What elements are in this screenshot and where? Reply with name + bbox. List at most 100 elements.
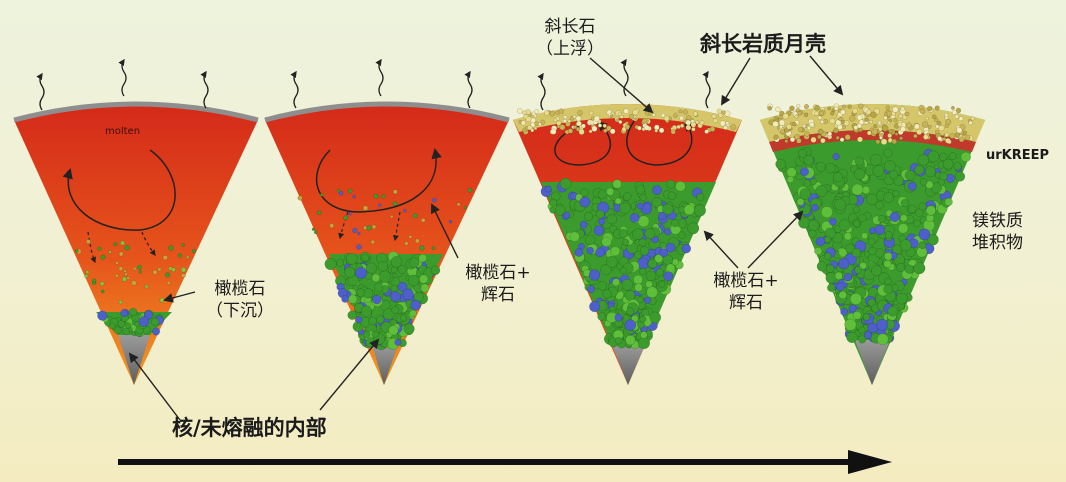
plagioclase-crystal <box>663 115 670 122</box>
mineral-crystal <box>377 203 382 207</box>
anorthosite-crystal <box>925 116 929 121</box>
mineral-crystal <box>605 255 618 268</box>
mafic-crystal <box>944 197 953 206</box>
mineral-crystal <box>414 238 420 244</box>
anorthosite-crystal <box>956 127 963 134</box>
mineral-crystal <box>639 315 647 323</box>
mineral-crystal <box>637 215 650 228</box>
mineral-crystal <box>665 242 676 253</box>
mafic-crystal <box>917 154 930 166</box>
anorthosite-crystal <box>858 127 863 133</box>
mineral-crystal <box>597 281 608 291</box>
mineral-crystal <box>390 284 398 292</box>
plagioclase-crystal <box>531 111 536 116</box>
mineral-crystal <box>403 208 407 213</box>
anorthosite-crystal <box>916 128 923 136</box>
anorthosite-crystal <box>945 137 951 144</box>
mineral-crystal <box>431 246 436 251</box>
mineral-crystal <box>397 265 407 274</box>
anorthosite-crystal <box>833 127 839 134</box>
mineral-crystal <box>397 281 408 292</box>
mineral-crystal <box>407 274 419 286</box>
mafic-crystal <box>824 235 832 244</box>
mafic-crystal <box>887 305 899 317</box>
mafic-crystal <box>799 188 812 200</box>
mineral-crystal <box>377 261 389 272</box>
mineral-crystal <box>606 187 615 196</box>
plagioclase-crystal <box>704 129 709 134</box>
anorthosite-crystal <box>866 130 872 136</box>
anorthosite-crystal <box>964 134 971 141</box>
anorthosite-crystal <box>796 104 801 109</box>
anorthosite-crystal <box>870 111 877 118</box>
plagioclase-crystal <box>527 125 533 131</box>
mineral-crystal <box>675 180 686 192</box>
mafic-crystal <box>874 248 885 258</box>
anorthosite-crystal <box>934 117 939 123</box>
mineral-crystal <box>634 251 643 260</box>
mineral-crystal <box>601 236 612 247</box>
olivine-crystal <box>118 251 124 257</box>
mineral-crystal <box>636 296 644 304</box>
mineral-crystal <box>371 273 381 283</box>
mafic-crystal <box>939 152 948 162</box>
plagioclase-crystal <box>723 125 728 130</box>
mineral-crystal <box>392 189 398 195</box>
mineral-crystal <box>693 204 706 217</box>
mineral-crystal <box>621 278 634 291</box>
mineral-crystal <box>418 245 425 251</box>
anorthosite-crystal <box>803 112 809 118</box>
anorthosite-crystal <box>913 123 920 130</box>
olivine-crystal <box>137 264 142 270</box>
olivine-crystal <box>124 245 130 251</box>
mineral-crystal <box>664 228 672 236</box>
plagioclase-crystal <box>578 128 585 135</box>
olivine-crystal <box>152 327 161 336</box>
anorthosite-crystal <box>789 105 795 112</box>
mafic-crystal <box>884 160 896 172</box>
olivine-crystal <box>97 310 108 321</box>
mineral-crystal <box>361 253 369 262</box>
anorthosite-crystal <box>844 134 851 141</box>
mineral-crystal <box>297 195 303 201</box>
mafic-crystal <box>786 175 794 184</box>
mafic-crystal <box>915 208 924 217</box>
mafic-crystal <box>919 178 928 186</box>
plagioclase-crystal <box>641 118 647 124</box>
molten-label: molten <box>105 126 141 137</box>
plagioclase-crystal <box>588 129 593 134</box>
mineral-crystal <box>347 188 353 194</box>
mafic-crystal <box>924 166 936 178</box>
anorthosite-crystal <box>937 136 943 142</box>
plagioclase-crystal <box>572 114 577 119</box>
mafic-line-2: 堆积物 <box>972 233 1023 253</box>
plagioclase-crystal <box>730 124 737 131</box>
mineral-crystal <box>659 248 669 258</box>
anorthosite-crystal <box>949 132 956 139</box>
anorthosite-crystal <box>820 137 826 144</box>
mafic-crystal <box>815 185 828 197</box>
mineral-crystal <box>338 191 344 196</box>
mineral-crystal <box>409 309 417 317</box>
mineral-crystal <box>371 330 379 338</box>
mineral-crystal <box>372 294 382 305</box>
mineral-crystal <box>388 325 399 336</box>
mafic-crystal <box>914 165 925 175</box>
anorthosite-crystal <box>779 128 785 134</box>
anorthosite-crystal <box>838 117 843 122</box>
olivine-crystal <box>144 284 149 289</box>
olivine-sinking-line-1: 橄榄石 <box>214 279 266 299</box>
olivine-crystal <box>124 272 128 277</box>
anorthosite-crystal <box>797 127 804 133</box>
plagioclase-crystal <box>632 109 639 116</box>
mineral-crystal <box>563 211 571 219</box>
mineral-crystal <box>636 202 644 210</box>
mafic-crystal <box>883 192 894 203</box>
mafic-crystal <box>854 168 866 180</box>
mineral-crystal <box>593 225 605 236</box>
plagioclase-crystal <box>525 116 532 123</box>
olivine-crystal <box>121 276 127 282</box>
mafic-crystal <box>853 220 861 228</box>
anorthosite-crystal <box>945 118 952 126</box>
anorthosite-crystal <box>794 114 799 119</box>
